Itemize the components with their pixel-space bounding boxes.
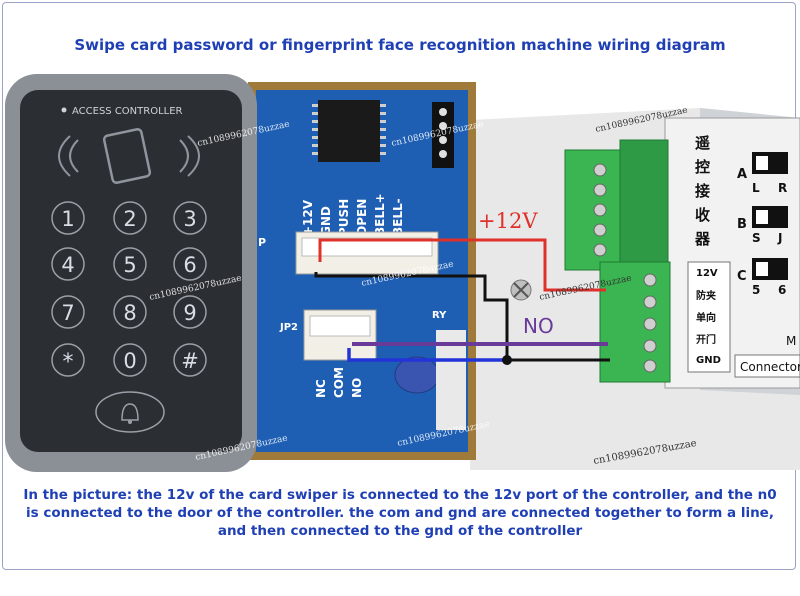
pcb-board: +12V GND PUSH OPEN BELL+ BELL- P JP2 RY … — [248, 82, 476, 460]
relay-pin-label-no: NO — [350, 378, 364, 398]
label-no: NO — [523, 314, 554, 338]
key-star: * — [63, 350, 74, 375]
jp-label: P — [258, 236, 266, 249]
key-5: 5 — [123, 253, 136, 277]
key-1: 1 — [61, 207, 74, 231]
controller-title-char-1: 控 — [695, 158, 710, 176]
key-hash: # — [181, 349, 199, 373]
terminal-label-one-way: 单向 — [696, 311, 716, 324]
key-2: 2 — [123, 207, 136, 231]
relay-pin-label-com: COM — [332, 367, 346, 398]
svg-text:L: L — [752, 181, 760, 195]
green-terminal-block-bottom — [599, 261, 671, 383]
wire-12v — [318, 238, 606, 292]
pcb-pin-label-open: OPEN — [355, 199, 369, 236]
pcb-pin-label-12v: +12V — [301, 199, 315, 236]
keypad-brand: ACCESS CONTROLLER — [72, 106, 183, 117]
diagram-title: Swipe card password or fingerprint face … — [74, 36, 726, 54]
relay-pin-label-nc: NC — [314, 379, 328, 398]
ry-label: RY — [432, 310, 447, 321]
doorbell-key — [95, 391, 165, 433]
key-9: 9 — [183, 301, 196, 325]
pcb-pin-label-bell-minus: BELL- — [391, 198, 405, 236]
key-3: 3 — [183, 207, 196, 231]
green-terminal-block-top — [564, 139, 669, 271]
wiring — [314, 238, 610, 365]
svg-text:6: 6 — [778, 283, 786, 297]
wire-com — [347, 348, 507, 362]
key-6: 6 — [183, 253, 196, 277]
key-7: 7 — [61, 301, 74, 325]
svg-text:J: J — [777, 231, 782, 245]
dip-switch-c: C 5 6 — [737, 258, 788, 297]
key-8: 8 — [123, 301, 136, 325]
side-label-m: M — [786, 334, 796, 348]
controller-title-char-3: 收 — [695, 206, 710, 224]
terminal-label-gnd: GND — [696, 355, 721, 366]
junction-dot — [502, 355, 512, 365]
keypad-keys — [51, 201, 207, 377]
key-4: 4 — [61, 253, 74, 277]
bell-icon — [121, 403, 139, 421]
dip-switch-a: A L R — [737, 152, 788, 195]
svg-text:R: R — [778, 181, 787, 195]
rfid-card-icon — [58, 128, 200, 184]
svg-text:B: B — [737, 217, 747, 232]
label-12v: +12V — [478, 209, 538, 233]
connector-label: Connector — [740, 360, 800, 374]
controller-title-char-4: 器 — [694, 230, 711, 248]
pcb-pin-label-bell-plus: BELL+ — [373, 193, 387, 236]
key-0: 0 — [123, 349, 136, 373]
svg-text:S: S — [752, 231, 761, 245]
terminal-label-plate — [687, 261, 731, 373]
controller-title-char-0: 遥 — [695, 134, 710, 152]
header-pins — [432, 102, 454, 168]
svg-text:C: C — [737, 269, 747, 284]
ic-chip — [318, 100, 380, 162]
controller-title-char-2: 接 — [695, 182, 710, 200]
terminal-label-anti-pinch: 防夹 — [696, 289, 716, 302]
pcb-pin-label-push: PUSH — [337, 199, 351, 236]
relay-body — [436, 330, 466, 430]
jp2-label: JP2 — [279, 322, 298, 333]
diagram-caption: In the picture: the 12v of the card swip… — [23, 487, 777, 539]
connector-tag — [734, 354, 800, 378]
terminal-label-12v: 12V — [696, 268, 718, 279]
pcb-pin-label-gnd: GND — [319, 206, 333, 236]
terminal-label-open-door: 开门 — [696, 333, 716, 346]
svg-text:A: A — [737, 167, 747, 182]
keypad-face — [20, 90, 242, 452]
capacitor — [394, 356, 440, 394]
controller-unit: 遥 控 接 收 器 12V 防夹 单向 开门 GND A L R B S — [470, 108, 800, 470]
svg-text:5: 5 — [752, 283, 760, 297]
dip-switch-b: B S J — [737, 206, 788, 245]
access-keypad: ACCESS CONTROLLER — [5, 74, 257, 472]
